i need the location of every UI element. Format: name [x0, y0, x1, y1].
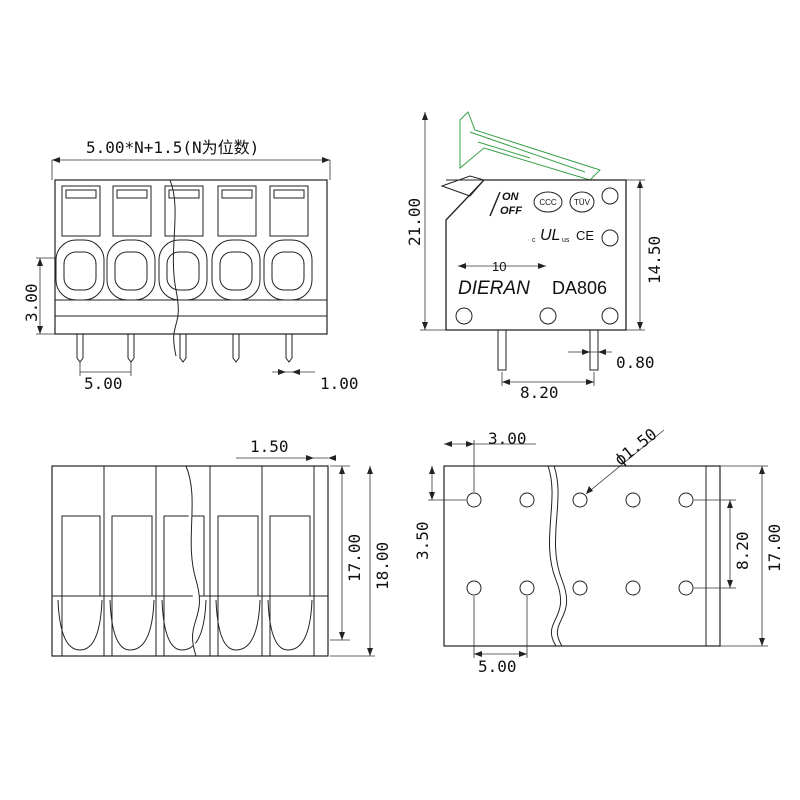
cert-tuv-icon: TÜV	[569, 191, 595, 213]
cert-ce-icon: CE	[576, 228, 594, 243]
dim-front-height: 3.00	[22, 283, 41, 322]
svg-text:us: us	[562, 237, 570, 244]
dim-pcb-pitch: 5.00	[478, 657, 517, 676]
dim-top-total: 18.00	[373, 542, 392, 590]
pcb-holes	[466, 492, 694, 596]
lever-open-position	[459, 111, 601, 181]
dim-pcb-y: 3.50	[413, 521, 432, 560]
label-model: DA806	[552, 278, 607, 298]
side-view: ON OFF CCC TÜV UL c us CE 10 DIERAN DA80…	[405, 111, 664, 402]
top-view: 1.50 17.00 18.00	[51, 437, 392, 657]
label-off: OFF	[500, 205, 522, 217]
dim-front-total: 5.00*N+1.5(N为位数)	[86, 138, 259, 157]
dim-front-pitch: 5.00	[84, 374, 123, 393]
label-on: ON	[502, 191, 520, 203]
svg-text:TÜV: TÜV	[574, 198, 591, 207]
svg-text:CCC: CCC	[539, 198, 557, 207]
dim-side-body: 14.50	[645, 236, 664, 284]
dim-pcb-row-spacing: 8.20	[733, 531, 752, 570]
dim-side-pin-width: 0.80	[616, 353, 655, 372]
svg-text:c: c	[532, 237, 536, 244]
dim-pcb-hole: ϕ1.50	[611, 425, 661, 470]
label-width-mark: 10	[492, 259, 506, 274]
svg-text:UL: UL	[540, 227, 560, 244]
cert-ccc-icon: CCC	[533, 191, 563, 213]
dim-top-depth: 17.00	[345, 534, 364, 582]
cert-ul-icon: UL c us	[532, 227, 570, 244]
pcb-layout-view: 3.00 ϕ1.50 3.50 8.20 17.00 5.00	[413, 425, 784, 676]
dim-side-height: 21.00	[405, 198, 424, 246]
dim-pcb-depth: 17.00	[765, 524, 784, 572]
dim-front-pin: 1.00	[320, 374, 359, 393]
dim-top-margin: 1.50	[250, 437, 289, 456]
dim-pcb-x: 3.00	[488, 429, 527, 448]
label-brand: DIERAN	[458, 278, 530, 299]
front-view: 5.00*N+1.5(N为位数)	[22, 138, 359, 393]
dim-side-pin-spacing: 8.20	[520, 383, 559, 402]
